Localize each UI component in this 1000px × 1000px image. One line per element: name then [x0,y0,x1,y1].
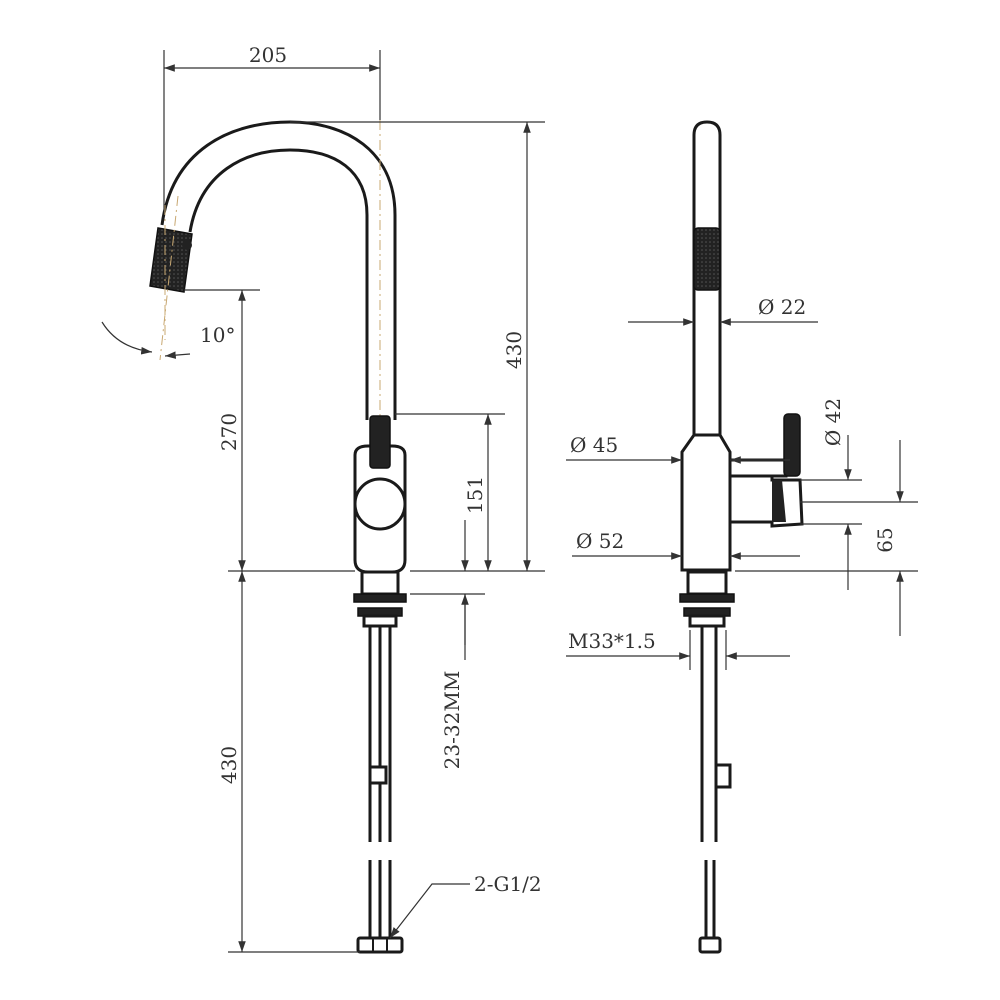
dim-spout-reach: 205 [249,43,287,67]
dim-base-dia: Ø 52 [576,529,624,553]
dim-hose-length: 430 [217,746,241,784]
dim-hose-connection: 2-G1/2 [474,872,542,896]
dim-spray-angle: 10° [200,323,235,347]
dim-total-height: 430 [502,331,526,369]
dim-deck-thickness: 23-32MM [440,671,464,770]
dim-thread: M33*1.5 [568,629,656,653]
dim-handle-dia: Ø 42 [821,398,845,446]
handle-hub [353,477,407,531]
front-view: 205 430 151 270 10° 23-32MM 430 2-G1/2 [101,43,545,954]
dim-handle-height: 151 [463,476,487,514]
dim-handle-offset: 65 [873,527,897,552]
dim-neck-dia: Ø 45 [570,433,618,457]
dim-spout-height: 270 [217,413,241,451]
spout-inner [188,148,369,420]
side-handle [783,413,801,477]
dim-spray-head-dia: Ø 22 [758,295,806,319]
side-spray-head [693,227,721,291]
side-view: Ø 22 Ø 45 Ø 52 Ø 42 65 M33*1.5 [566,120,918,954]
handle-lever [369,415,391,469]
